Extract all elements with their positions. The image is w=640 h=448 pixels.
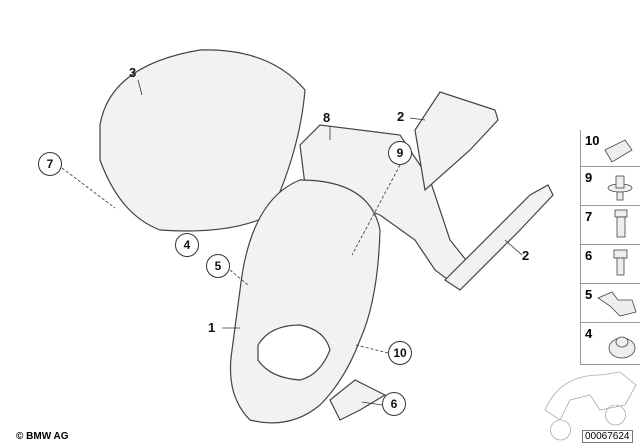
side-label: 5 bbox=[585, 287, 593, 302]
callout-5: 5 bbox=[206, 254, 230, 278]
side-label: 9 bbox=[585, 170, 593, 185]
copyright: © BMW AG bbox=[16, 431, 69, 442]
side-label: 4 bbox=[585, 326, 593, 341]
side-label: 6 bbox=[585, 248, 593, 263]
side-item-9: 9 bbox=[580, 167, 640, 206]
expanding-rivet-icon bbox=[607, 175, 633, 201]
motorcycle-thumbnail-icon bbox=[544, 371, 637, 441]
callout-2-upper: 2 bbox=[397, 109, 405, 124]
side-item-5: 5 bbox=[580, 284, 640, 323]
side-item-6: 6 bbox=[580, 245, 640, 284]
callout-6: 6 bbox=[382, 392, 406, 416]
screw-long-icon bbox=[614, 209, 628, 238]
windscreen-part bbox=[99, 49, 306, 232]
callout-3: 3 bbox=[129, 65, 137, 80]
bracket-upper-part bbox=[414, 91, 499, 192]
callout-9: 9 bbox=[388, 141, 412, 165]
bracket-lower-part bbox=[444, 184, 554, 291]
side-item-10: 10 bbox=[580, 130, 640, 167]
diagram-code: 00067624 bbox=[582, 430, 633, 443]
callout-2-lower: 2 bbox=[522, 248, 530, 263]
side-item-4: 4 bbox=[580, 323, 640, 365]
callout-8: 8 bbox=[323, 110, 331, 125]
callout-7: 7 bbox=[38, 152, 62, 176]
side-label: 7 bbox=[585, 209, 593, 224]
fairing-lip-part bbox=[329, 379, 387, 421]
rubber-grommet-icon bbox=[608, 336, 636, 359]
clip-icon bbox=[597, 291, 637, 317]
side-item-7: 7 bbox=[580, 206, 640, 245]
clip-nut-icon bbox=[604, 139, 633, 163]
callout-10: 10 bbox=[388, 341, 412, 365]
callout-1: 1 bbox=[208, 320, 216, 335]
callout-4: 4 bbox=[175, 233, 199, 257]
screw-short-icon bbox=[613, 249, 628, 276]
side-label: 10 bbox=[585, 133, 600, 148]
